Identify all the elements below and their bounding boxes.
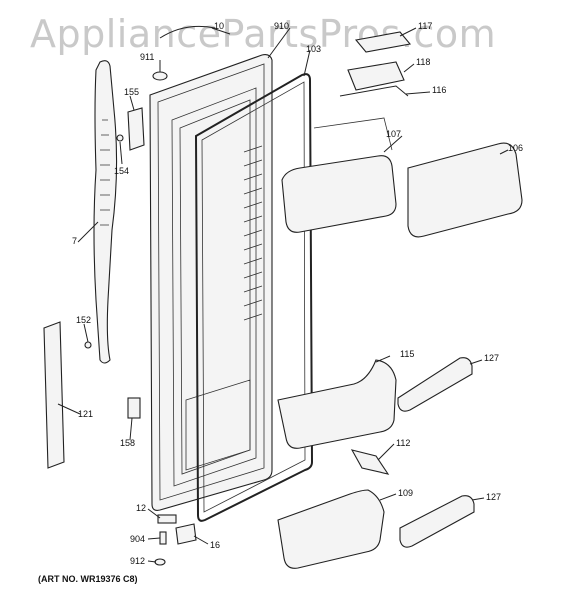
cap-911 bbox=[152, 71, 168, 81]
shelf-bin-109 bbox=[277, 489, 385, 569]
hinge-bracket bbox=[127, 107, 145, 151]
clip-158 bbox=[127, 397, 141, 419]
callout-127-upper: 127 bbox=[484, 353, 500, 363]
bar-116 bbox=[339, 85, 409, 97]
screw-154 bbox=[116, 134, 124, 142]
leader-lines bbox=[57, 27, 509, 563]
callout-112: 112 bbox=[396, 438, 411, 448]
bushing-912 bbox=[154, 558, 166, 566]
callout-127-lower: 127 bbox=[486, 492, 502, 502]
door-gasket bbox=[194, 73, 314, 522]
liner-ribs bbox=[243, 145, 263, 321]
door-handle bbox=[93, 60, 118, 364]
watermark: AppliancePartsPros.com bbox=[30, 12, 497, 56]
callout-107: 107 bbox=[386, 129, 402, 139]
callout-116: 116 bbox=[432, 85, 447, 95]
bracket-12 bbox=[157, 514, 177, 524]
trim-127a bbox=[397, 357, 473, 412]
door-panel bbox=[149, 54, 273, 511]
callout-16: 16 bbox=[210, 540, 221, 550]
callout-911: 911 bbox=[140, 52, 155, 62]
callout-118: 118 bbox=[416, 57, 431, 67]
screw-152 bbox=[84, 341, 92, 349]
dispenser-118 bbox=[347, 61, 405, 91]
callout-152: 152 bbox=[76, 315, 92, 325]
callout-106: 106 bbox=[508, 143, 524, 153]
bin-cover-106 bbox=[407, 142, 523, 238]
side-trim bbox=[43, 321, 65, 469]
shelf-bin-107 bbox=[281, 117, 397, 233]
callout-912: 912 bbox=[130, 556, 146, 566]
door-liner bbox=[179, 99, 251, 475]
callout-12: 12 bbox=[136, 503, 147, 513]
callout-158: 158 bbox=[120, 438, 136, 448]
callout-121: 121 bbox=[78, 409, 94, 419]
callout-904: 904 bbox=[130, 534, 146, 544]
callout-155: 155 bbox=[124, 87, 140, 97]
callout-10: 10 bbox=[214, 21, 225, 31]
top-trim bbox=[159, 25, 216, 39]
pin-904 bbox=[159, 531, 167, 545]
callout-154: 154 bbox=[114, 166, 130, 176]
hinge-16 bbox=[175, 523, 197, 545]
callout-103: 103 bbox=[306, 44, 322, 54]
callout-117: 117 bbox=[418, 21, 433, 31]
callout-7: 7 bbox=[72, 236, 78, 246]
art-number: (ART NO. WR19376 C8) bbox=[38, 574, 138, 584]
clip-112 bbox=[350, 449, 390, 475]
callout-115: 115 bbox=[400, 349, 415, 359]
callout-109: 109 bbox=[398, 488, 414, 498]
callout-910: 910 bbox=[274, 21, 290, 31]
trim-127b bbox=[399, 495, 475, 548]
cover-117 bbox=[354, 31, 412, 53]
shelf-bin-115 bbox=[277, 359, 397, 449]
